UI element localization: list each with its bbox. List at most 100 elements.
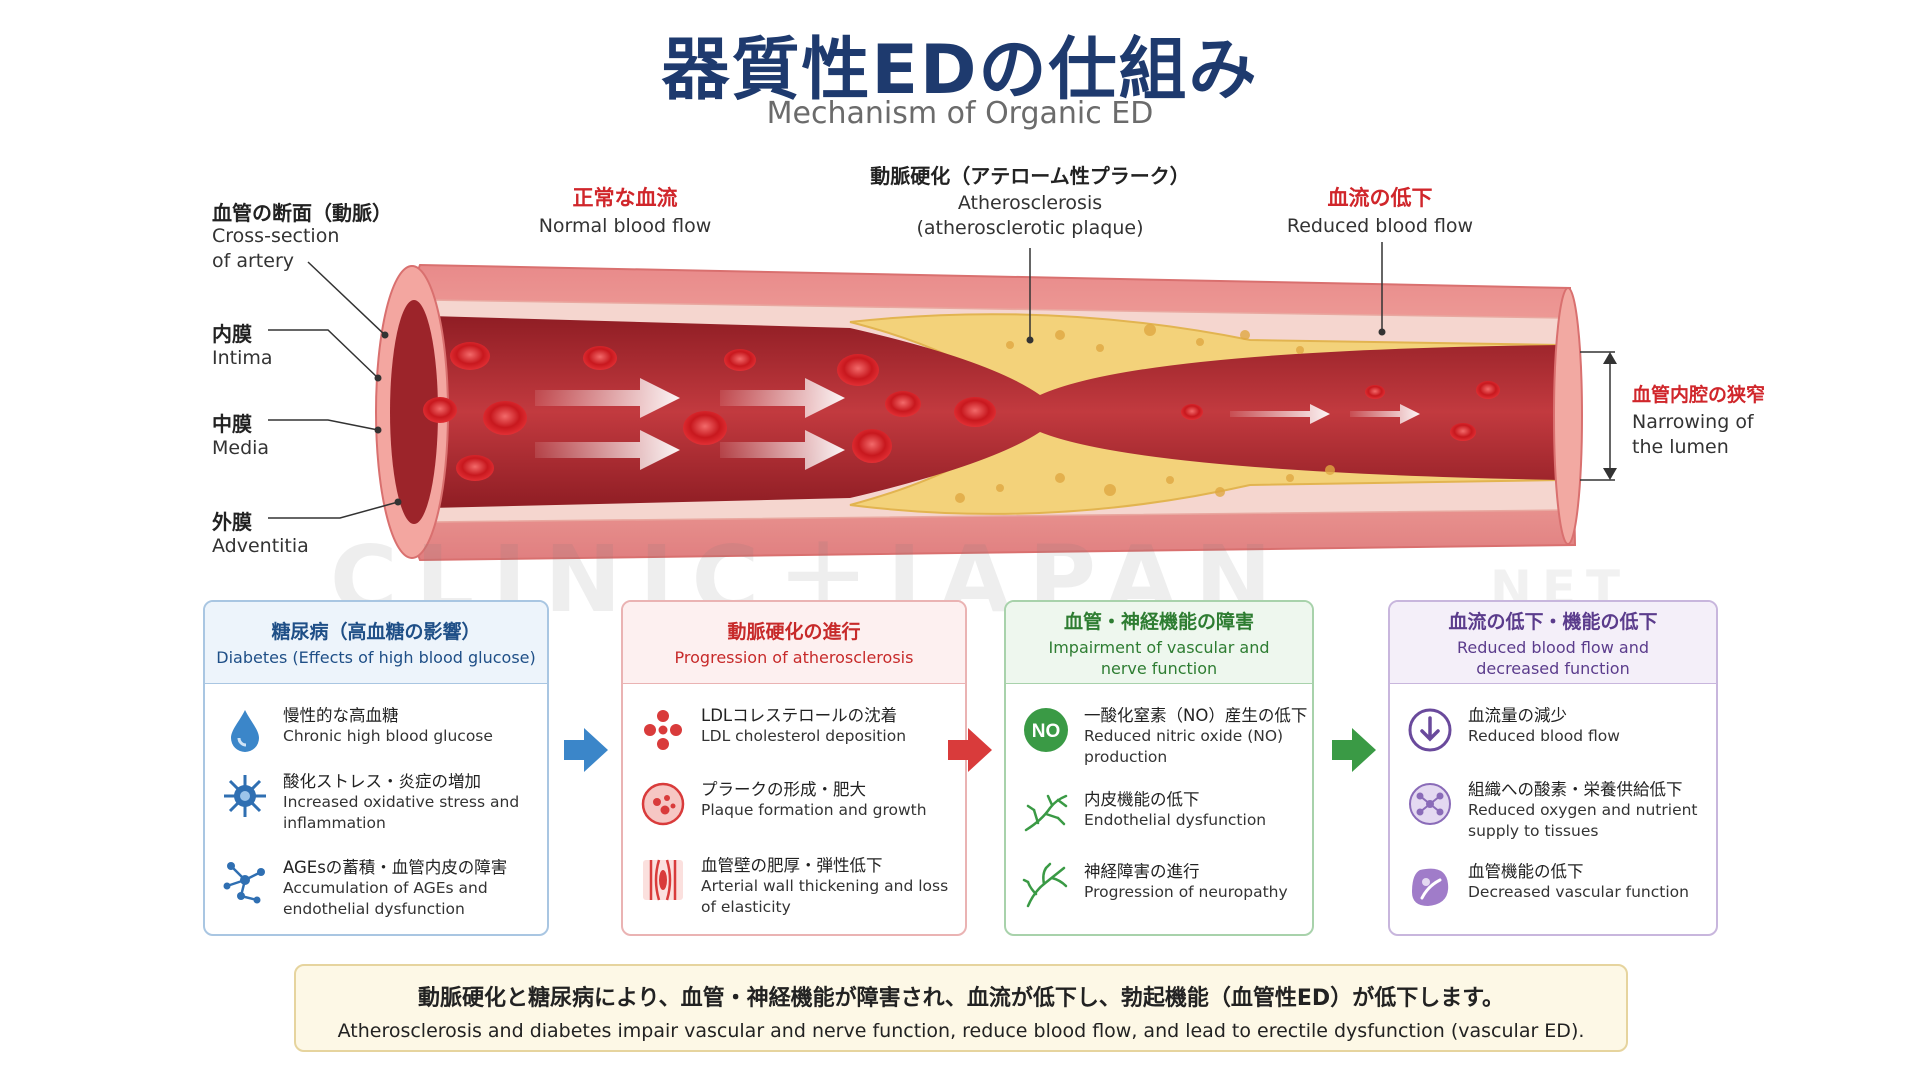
item-label-en: Progression of neuropathy xyxy=(1084,883,1288,901)
box-title: 血管・神経機能の障害 xyxy=(1063,610,1254,633)
arrow-right-icon xyxy=(1332,728,1376,772)
box-title-en: Diabetes (Effects of high blood glucose) xyxy=(216,648,536,667)
list-item: 血管機能の低下 Decreased vascular function xyxy=(1390,856,1716,926)
lumen-narrowing-label-en-2: the lumen xyxy=(1632,436,1729,458)
flow-arrow xyxy=(720,430,845,470)
artery-illustration xyxy=(268,242,1617,562)
cross-section-label: 血管の断面（動脈） xyxy=(212,201,392,225)
artery-end xyxy=(1553,287,1583,545)
item-label-en: LDL cholesterol deposition xyxy=(701,727,907,745)
down-arrow-circle-icon xyxy=(1408,708,1452,752)
red-blood-cell xyxy=(885,391,921,417)
tissue-supply-icon xyxy=(1409,783,1451,825)
atherosclerosis-box-header: 動脈硬化の進行 Progression of atherosclerosis xyxy=(623,602,965,684)
adventitia-label-en: Adventitia xyxy=(212,535,309,557)
plaque-icon xyxy=(641,782,685,826)
red-blood-cells xyxy=(423,342,1500,481)
red-blood-cell xyxy=(1476,381,1500,399)
list-item: 慢性的な高血糖 Chronic high blood glucose xyxy=(205,700,547,770)
item-label-en: Accumulation of AGEs and endothelial dys… xyxy=(283,879,488,918)
intima-label: 内膜 xyxy=(212,322,252,346)
normal-flow-label-en: Normal blood flow xyxy=(538,215,712,237)
red-blood-cell xyxy=(450,342,490,370)
media-label: 中膜 xyxy=(212,412,252,436)
flow-arrow xyxy=(535,378,680,418)
red-blood-cell xyxy=(583,346,617,370)
page-subtitle: Mechanism of Organic ED xyxy=(766,96,1154,131)
list-item: LDLコレステロールの沈着 LDL cholesterol deposition xyxy=(623,700,965,770)
red-blood-cell xyxy=(423,397,457,423)
box-title-en: Progression of atherosclerosis xyxy=(674,648,914,667)
item-label: 血流量の減少 xyxy=(1468,706,1567,725)
red-blood-cell xyxy=(1181,404,1203,420)
red-blood-cell xyxy=(954,397,996,427)
nerve-icon xyxy=(1022,862,1068,908)
normal-flow-label: 正常な血流 xyxy=(572,186,678,210)
box-title: 血流の低下・機能の低下 xyxy=(1448,610,1658,633)
red-blood-cell xyxy=(483,401,527,435)
flow-arrows xyxy=(535,378,1420,470)
list-item: 血管壁の肥厚・弾性低下 Arterial wall thickening and… xyxy=(623,850,965,920)
arrow-right-icon xyxy=(948,728,992,772)
red-blood-cell xyxy=(1450,423,1476,441)
item-label-en: Arterial wall thickening and loss of ela… xyxy=(701,877,949,916)
list-item: 神経障害の進行 Progression of neuropathy xyxy=(1006,856,1312,926)
flow-arrow xyxy=(535,430,680,470)
molecule-icon xyxy=(223,862,265,904)
red-blood-cell xyxy=(683,411,727,445)
item-label: 一酸化窒素（NO）産生の低下 xyxy=(1084,706,1308,725)
cross-section-label-en: Cross-section xyxy=(212,225,340,247)
list-item: 組織への酸素・栄養供給低下 Reduced oxygen and nutrien… xyxy=(1390,774,1716,844)
cholesterol-icon xyxy=(644,710,682,750)
no-badge-icon: NO xyxy=(1024,708,1068,752)
red-blood-cell xyxy=(852,429,892,463)
lumen-narrowing-label: 血管内腔の狭窄 xyxy=(1632,384,1766,406)
list-item: 内皮機能の低下 Endothelial dysfunction xyxy=(1006,784,1312,854)
item-label: 神経障害の進行 xyxy=(1084,862,1200,881)
item-label-en: Endothelial dysfunction xyxy=(1084,811,1267,829)
item-label: 組織への酸素・栄養供給低下 xyxy=(1468,780,1683,799)
item-label: 内皮機能の低下 xyxy=(1084,790,1200,809)
reduced-flow-label-en: Reduced blood flow xyxy=(1286,215,1474,237)
page-title: 器質性EDの仕組み xyxy=(661,31,1259,110)
lumen-narrowing-label-en: Narrowing of xyxy=(1632,411,1754,433)
summary-box: 動脈硬化と糖尿病により、血管・神経機能が障害され、血流が低下し、勃起機能（血管性… xyxy=(294,964,1628,1052)
item-label: 血管機能の低下 xyxy=(1468,862,1584,881)
media-label-en: Media xyxy=(212,437,270,459)
water-drop-icon xyxy=(231,710,259,752)
diabetes-box-header: 糖尿病（高血糖の影響） Diabetes (Effects of high bl… xyxy=(205,602,547,684)
flow-arrow xyxy=(1350,404,1420,424)
item-label: LDLコレステロールの沈着 xyxy=(701,706,898,725)
red-blood-cell xyxy=(724,349,756,371)
flow-arrow xyxy=(1230,404,1330,424)
vessel-wall-icon xyxy=(643,859,683,901)
reduced-function-box-header: 血流の低下・機能の低下 Reduced blood flow and decre… xyxy=(1390,602,1716,684)
item-label-en: Reduced blood flow xyxy=(1468,727,1620,745)
intima-label-en: Intima xyxy=(212,347,273,369)
no-badge-text: NO xyxy=(1032,721,1061,742)
arrow-right-icon xyxy=(564,728,608,772)
red-blood-cell xyxy=(1365,385,1385,399)
endothelium-icon xyxy=(1024,794,1068,832)
diabetes-box: 糖尿病（高血糖の影響） Diabetes (Effects of high bl… xyxy=(203,600,549,936)
organ-icon xyxy=(1412,868,1449,906)
leader-lines xyxy=(268,242,1615,519)
box-title: 動脈硬化の進行 xyxy=(727,621,861,643)
item-label: プラークの形成・肥大 xyxy=(701,780,866,799)
oxidative-stress-icon xyxy=(224,775,266,817)
atherosclerosis-label-en: Atherosclerosis xyxy=(957,192,1103,214)
impairment-box: 血管・神経機能の障害 Impairment of vascular and ne… xyxy=(1004,600,1314,936)
atherosclerosis-box: 動脈硬化の進行 Progression of atherosclerosis L… xyxy=(621,600,967,936)
item-label: 酸化ストレス・炎症の増加 xyxy=(283,772,481,791)
cross-section-label-en-2: of artery xyxy=(212,250,295,272)
box-title-en: Reduced blood flow and decreased functio… xyxy=(1457,637,1649,678)
atherosclerosis-label: 動脈硬化（アテローム性プラーク） xyxy=(870,164,1190,188)
flow-arrow xyxy=(720,378,845,418)
list-item: NO 一酸化窒素（NO）産生の低下 Reduced nitric oxide (… xyxy=(1006,700,1312,770)
item-label: 慢性的な高血糖 xyxy=(283,706,399,725)
summary-text: 動脈硬化と糖尿病により、血管・神経機能が障害され、血流が低下し、勃起機能（血管性… xyxy=(418,986,1504,1011)
plaque-texture xyxy=(955,324,1335,503)
red-blood-cell xyxy=(837,354,879,386)
summary-text-en: Atherosclerosis and diabetes impair vasc… xyxy=(337,1020,1585,1042)
list-item: 血流量の減少 Reduced blood flow xyxy=(1390,700,1716,770)
